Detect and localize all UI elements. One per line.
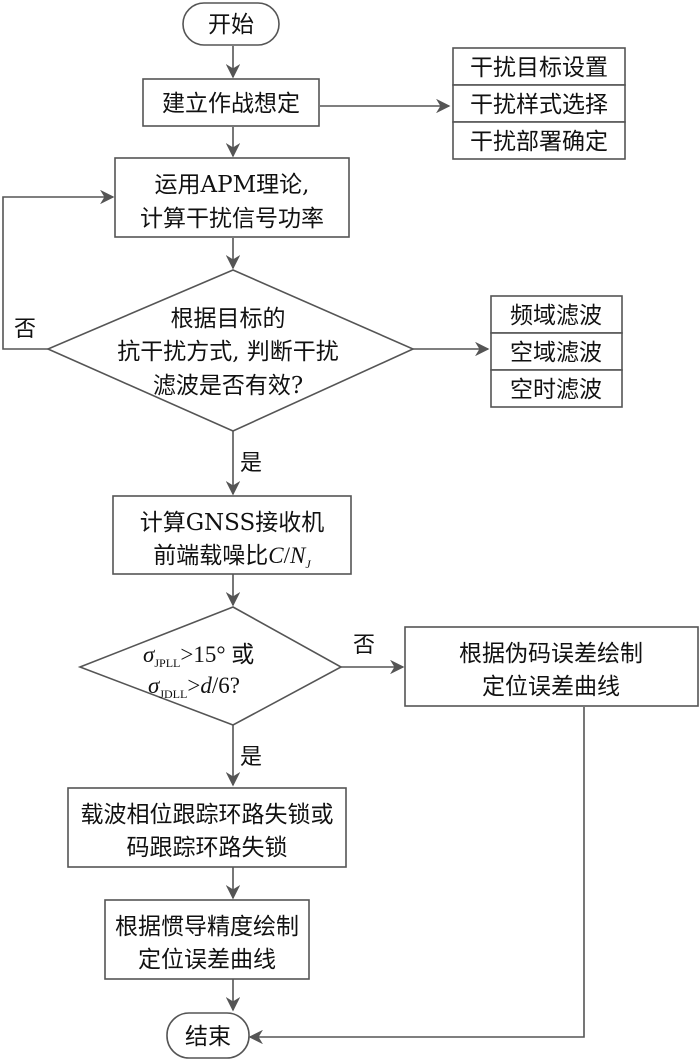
end-terminal: 结束 bbox=[166, 1012, 250, 1059]
step-compute-cn: 计算GNSS接收机 前端载噪比C/NJ bbox=[112, 495, 352, 575]
filter-frequency: 频域滤波 bbox=[510, 303, 602, 329]
step4-line2: 码跟踪环路失锁 bbox=[127, 835, 288, 861]
filter-spatial: 空域滤波 bbox=[510, 340, 602, 366]
pseudo-line1: 根据伪码误差绘制 bbox=[459, 641, 643, 667]
step3-line1: 计算GNSS接收机 bbox=[140, 510, 325, 536]
decision2-yes-label: 是 bbox=[240, 745, 262, 770]
start-label: 开始 bbox=[208, 12, 254, 38]
decision1-line1: 根据目标的 bbox=[171, 306, 286, 332]
jam-settings-list: 干扰目标设置 干扰样式选择 干扰部署确定 bbox=[452, 47, 626, 160]
decision-filter-effective: 根据目标的 抗干扰方式, 判断干扰 滤波是否有效? bbox=[45, 269, 415, 432]
jam-setting-deploy: 干扰部署确定 bbox=[470, 129, 608, 155]
arrow-decision1-no-loop bbox=[2, 189, 115, 350]
jam-setting-target: 干扰目标设置 bbox=[470, 55, 608, 81]
decision1-line3: 滤波是否有效? bbox=[153, 373, 303, 399]
connectors bbox=[2, 46, 585, 1045]
decision2-line2: σJDLL>d/6? bbox=[148, 673, 240, 701]
start-terminal: 开始 bbox=[182, 2, 280, 46]
decision2-line1: σJPLL>15° 或 bbox=[143, 642, 254, 670]
decision1-line2: 抗干扰方式, 判断干扰 bbox=[117, 339, 339, 365]
step5-line2: 定位误差曲线 bbox=[138, 947, 276, 973]
filter-types-list: 频域滤波 空域滤波 空时滤波 bbox=[490, 295, 623, 408]
decision-tracking-threshold: σJPLL>15° 或 σJDLL>d/6? bbox=[77, 606, 343, 726]
decision1-no-label: 否 bbox=[14, 317, 36, 342]
decision2-no-label: 否 bbox=[353, 633, 375, 658]
step-compute-jam-power: 运用APM理论, 计算干扰信号功率 bbox=[114, 157, 350, 238]
step1-label: 建立作战想定 bbox=[162, 91, 300, 117]
filter-space-time: 空时滤波 bbox=[510, 377, 602, 403]
step4-line1: 载波相位跟踪环路失锁或 bbox=[81, 802, 334, 828]
pseudo-line2: 定位误差曲线 bbox=[482, 674, 620, 700]
step2-line1: 运用APM理论, bbox=[155, 172, 310, 198]
end-label: 结束 bbox=[185, 1024, 231, 1050]
step-pseudo-error-curve: 根据伪码误差绘制 定位误差曲线 bbox=[404, 626, 699, 707]
step-ins-error-curve: 根据惯导精度绘制 定位误差曲线 bbox=[104, 899, 310, 980]
step3-line2: 前端载噪比C/NJ bbox=[153, 543, 311, 571]
step-build-scenario: 建立作战想定 bbox=[142, 78, 320, 127]
step5-line1: 根据惯导精度绘制 bbox=[115, 914, 299, 940]
step2-line2: 计算干扰信号功率 bbox=[140, 206, 324, 232]
jam-setting-style: 干扰样式选择 bbox=[470, 92, 608, 118]
arrow-pseudo-to-end bbox=[248, 707, 585, 1045]
step-loop-lost-lock: 载波相位跟踪环路失锁或 码跟踪环路失锁 bbox=[67, 787, 347, 868]
decision1-yes-label: 是 bbox=[240, 451, 262, 476]
